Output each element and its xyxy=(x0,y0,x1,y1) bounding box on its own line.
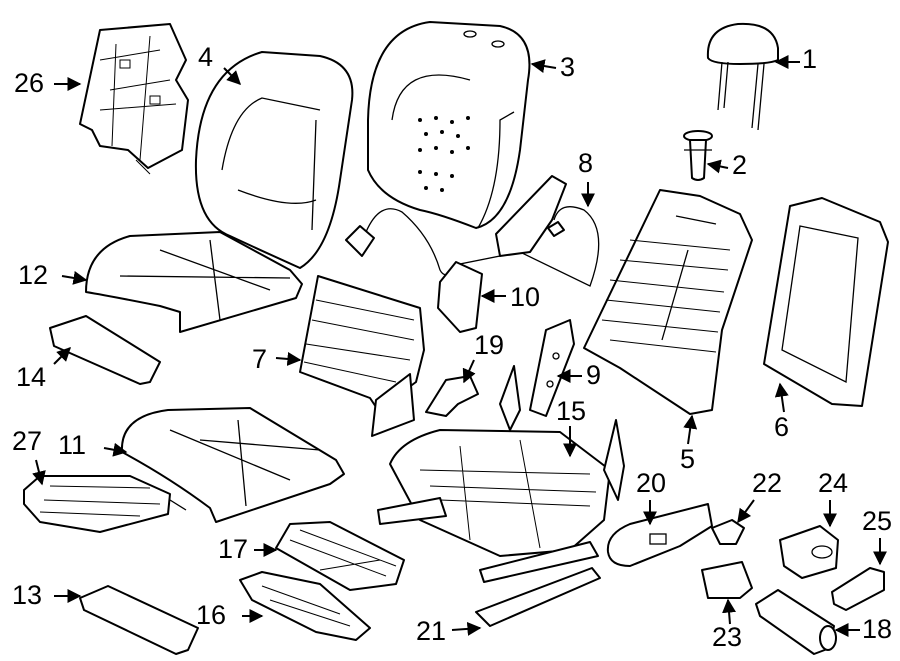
part-seat-frame xyxy=(377,365,625,557)
part-side-airbag xyxy=(437,261,483,333)
part-switch-knob xyxy=(711,519,745,545)
callout-2: 2 xyxy=(732,150,748,180)
part-side-trim xyxy=(495,175,567,257)
part-heater-mat xyxy=(23,475,187,533)
callout-13: 13 xyxy=(12,580,43,610)
part-seat-cushion-cover xyxy=(85,231,303,333)
callout-9: 9 xyxy=(586,360,602,390)
callout-6: 6 xyxy=(774,412,790,442)
part-switch-cover xyxy=(606,503,713,567)
part-trim-piece xyxy=(425,375,479,417)
callout-19: 19 xyxy=(474,330,505,360)
part-memory-switch xyxy=(701,561,753,599)
callout-14: 14 xyxy=(16,362,47,392)
part-seatback-cushion xyxy=(194,51,354,269)
callout-12: 12 xyxy=(18,260,49,290)
part-seat-bolster xyxy=(79,585,199,655)
callout-16: 16 xyxy=(196,600,227,630)
callout-23: 23 xyxy=(712,622,743,652)
part-foam-insert xyxy=(275,521,405,591)
part-recliner-cover xyxy=(529,319,575,417)
callout-5: 5 xyxy=(680,444,696,474)
callout-7: 7 xyxy=(252,344,268,374)
callout-27: 27 xyxy=(12,426,43,456)
perforation-dots xyxy=(418,116,470,192)
callout-21: 21 xyxy=(416,616,447,646)
callout-25: 25 xyxy=(862,506,893,536)
callout-18: 18 xyxy=(862,614,893,644)
callout-24: 24 xyxy=(818,468,849,498)
part-headrest-guide xyxy=(683,130,713,181)
part-seat-pan xyxy=(239,571,371,641)
part-seatback-frame xyxy=(583,189,753,415)
part-control-switch xyxy=(831,567,885,611)
part-back-panel xyxy=(79,23,189,175)
part-lumbar-support xyxy=(299,275,425,437)
part-headrest xyxy=(706,22,779,131)
callout-10: 10 xyxy=(510,282,541,312)
part-seat-cushion xyxy=(120,407,345,523)
part-seat-motor xyxy=(755,589,837,655)
part-seatback-cover xyxy=(367,21,531,229)
callout-15: 15 xyxy=(556,396,587,426)
callout-26: 26 xyxy=(14,68,45,98)
callout-20: 20 xyxy=(636,468,667,498)
part-seatback-rear-panel xyxy=(763,197,889,407)
callout-8: 8 xyxy=(578,148,594,178)
part-adjust-motor xyxy=(779,525,839,579)
callout-1: 1 xyxy=(802,44,818,74)
callout-3: 3 xyxy=(560,52,576,82)
part-front-cushion-pad xyxy=(49,315,161,385)
leader-lines xyxy=(32,55,887,637)
callout-11: 11 xyxy=(58,430,87,460)
callout-4: 4 xyxy=(198,42,214,72)
part-seat-track xyxy=(475,541,601,627)
callout-22: 22 xyxy=(752,468,783,498)
callout-17: 17 xyxy=(218,534,249,564)
